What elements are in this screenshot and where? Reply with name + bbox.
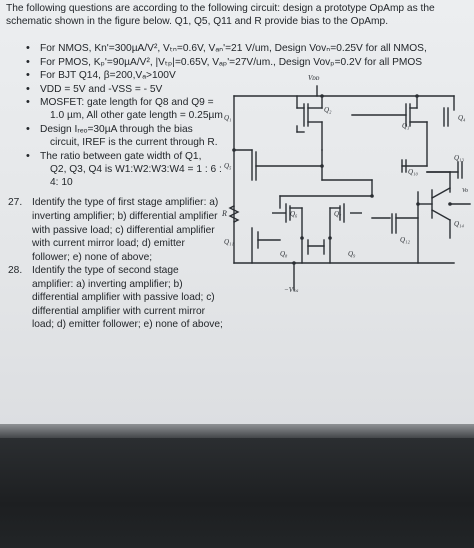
spec-bullet-supply: VDD = 5V and -VSS = - 5V [26,83,162,96]
q12-label: Q₁₂ [400,236,410,244]
question-28-line-5: load; d) emitter follower; e) none of ab… [32,319,223,330]
q5-label: Q₅ [224,162,232,170]
q13-label: Q₁₃ [454,154,464,162]
laptop-bezel [0,438,474,548]
q1-label: Q₁ [224,114,232,122]
q11-label: Q₁₁ [224,238,234,246]
question-27-number: 27. [8,197,23,208]
resistor-label: R [222,209,227,218]
vdd-label: Vᴅᴅ [308,74,320,82]
q4-label: Q₄ [458,114,466,122]
question-27-line-1: Identify the type of first stage amplifi… [32,197,219,208]
spec-bullet-bjt: For BJT Q14, β=200,Vₐ>100V [26,69,176,82]
opamp-schematic: Vᴅᴅ −Vₛₛ R Vo Q₁ Q₂ Q₃ Q₄ Q₅ Q₆ Q₇ Q₈ Q₉… [222,74,471,294]
q3-label: Q₃ [402,122,410,130]
vss-label: −Vₛₛ [284,286,299,294]
vo-label: Vo [462,188,468,194]
spec-bullet-ratio-cont2: 4: 10 [50,177,73,188]
question-28-line-2: amplifier: a) inverting amplifier; b) [32,279,183,290]
q2-label: Q₂ [324,106,332,114]
q9-label: Q₉ [348,250,356,258]
spec-bullet-ratio: The ratio between gate width of Q1, [26,150,201,163]
q10-label: Q₁₀ [408,168,418,176]
spec-bullet-iref: Design Iᵣₑₒ=30µA through the bias [26,123,193,136]
intro-line-1: The following questions are according to… [6,3,435,14]
spec-bullet-iref-cont: circuit, IREF is the current through R. [50,137,218,148]
q6-label: Q₆ [290,210,298,218]
question-27-line-4: with current mirror load; d) emitter [32,238,185,249]
question-27-line-2: inverting amplifier; b) differential amp… [32,211,218,222]
q8-label: Q₈ [280,250,288,258]
question-28-line-3: differential amplifier with passive load… [32,292,215,303]
spec-bullet-pmos: For PMOS, Kₚ'=90µA/V², |Vₜₚ|=0.65V, Vₐₚ'… [26,56,422,69]
q7-label: Q₇ [334,210,342,218]
spec-bullet-nmos: For NMOS, Kn'=300µA/V², Vₜₙ=0.6V, Vₐₙ'=2… [26,42,427,55]
spec-bullet-mosfet-cont: 1.0 µm, All other gate length = 0.25µm [50,110,223,121]
intro-line-2: schematic shown in the figure below. Q1,… [6,16,389,27]
q14-label: Q₁₄ [454,220,464,228]
page-edge-shadow [0,424,474,438]
spec-bullet-mosfet: MOSFET: gate length for Q8 and Q9 = [26,96,214,109]
spec-bullet-ratio-cont1: Q2, Q3, Q4 is W1:W2:W3:W4 = 1 : 6 : [50,164,222,175]
question-28-line-1: Identify the type of second stage [32,265,179,276]
question-28-number: 28. [8,265,23,276]
question-27-line-3: with passive load; c) differential ampli… [32,225,215,236]
question-28-line-4: differential amplifier with current mirr… [32,306,206,317]
question-27-line-5: follower; e) none of above; [32,252,153,263]
